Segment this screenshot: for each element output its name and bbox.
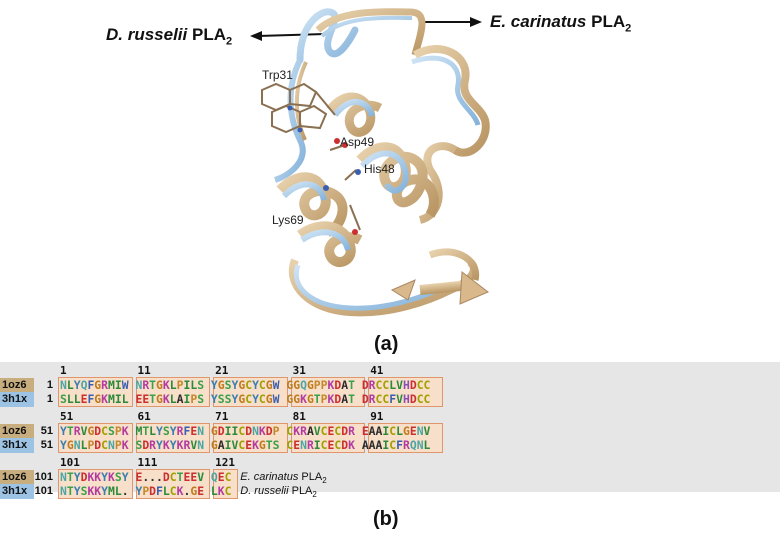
alignment-sequence: YTRVGDCSPK MTLYSYRFEN GDIICDNKDP CKRAVCE… — [60, 424, 431, 438]
alignment-block-box — [213, 469, 239, 499]
alignment-sequence: SLLEFGKMIL EETGKLAIPS YSSYGCYCGW GGKGTPK… — [60, 392, 431, 406]
alignment-position-number: 81 — [292, 410, 306, 423]
label-russelii-sub: 2 — [226, 35, 233, 48]
alignment-position-number: 41 — [370, 364, 384, 377]
alignment-position-number: 91 — [370, 410, 384, 423]
alignment-numbers: 101 111 121 — [0, 456, 780, 469]
residue-label-his48: His48 — [364, 162, 395, 176]
alignment-row-start: 51 — [40, 439, 53, 451]
alignment-block-box — [58, 423, 133, 453]
alignment-row-tag: 1oz6 — [0, 378, 34, 393]
legend-sub: 2 — [312, 490, 317, 500]
legend-pla: PLA — [298, 471, 323, 483]
alignment-block-box — [58, 469, 133, 499]
arrow-to-carinatus — [422, 17, 482, 27]
residue-label-asp49: Asp49 — [340, 135, 375, 149]
panel-label-a: (a) — [374, 333, 399, 355]
alignment-row-tag: 1oz6 — [0, 424, 34, 439]
panel-label-b: (b) — [373, 508, 399, 530]
label-russelii: D. russelii PLA2 — [106, 25, 232, 47]
legend-species: E. carinatus — [240, 471, 299, 483]
alignment-position-number: 111 — [137, 456, 158, 469]
alignment-sequence: YGNLPDCNPK SDRYKYKRVN GAIVCEKGTS CENRICE… — [60, 438, 431, 452]
residue-label-lys69: Lys69 — [272, 213, 304, 227]
label-carinatus-sub: 2 — [625, 22, 632, 35]
alignment-position-number: 21 — [215, 364, 229, 377]
alignment-position-number: 11 — [137, 364, 151, 377]
alignment-position-number: 51 — [60, 410, 74, 423]
protein-structure-superposition — [250, 8, 490, 317]
label-russelii-species: D. russelii — [106, 25, 188, 44]
alignment-legend: D. russelii PLA2 — [240, 485, 317, 499]
alignment-row-tag: 3h1x — [0, 392, 34, 407]
alignment-position-number: 61 — [137, 410, 151, 423]
arrow-to-russelii — [250, 31, 326, 41]
residue-label-trp31: Trp31 — [262, 68, 293, 82]
alignment-block-box — [368, 377, 443, 407]
alignment-sequence: NLYQFGRMIW NRTGKLPILS YGSYGCYCGW GGQGPPK… — [60, 378, 431, 392]
alignment-block-box — [290, 423, 366, 453]
alignment-block-box — [290, 377, 366, 407]
legend-species: D. russelii — [240, 485, 289, 497]
alignment-row-start: 1 — [46, 379, 53, 391]
alignment-block-box — [213, 377, 288, 407]
alignment-row-start: 101 — [34, 471, 53, 483]
alignment-position-number: 71 — [215, 410, 229, 423]
alignment-position-number: 31 — [292, 364, 306, 377]
alignment-row-start: 1 — [46, 393, 53, 405]
label-carinatus-pla: PLA — [591, 12, 626, 31]
label-carinatus: E. carinatus PLA2 — [490, 12, 631, 34]
alignment-position-number: 1 — [60, 364, 67, 377]
alignment-block-box — [58, 377, 133, 407]
alignment-numbers: 51 61 71 81 91 — [0, 410, 780, 423]
alignment-block-box — [368, 423, 443, 453]
side-chain-sticks — [261, 82, 361, 231]
alignment-sequence: NTYSKKYML. YPDFLCK.GE LKC — [60, 484, 232, 498]
alignment-row-tag: 3h1x — [0, 484, 34, 499]
alignment-position-number: 121 — [215, 456, 235, 469]
alignment-row-start: 51 — [40, 425, 53, 437]
legend-pla: PLA — [288, 485, 313, 497]
alignment-row-start: 101 — [34, 485, 53, 497]
alignment-block-box — [135, 423, 211, 453]
alignment-block-box — [213, 423, 288, 453]
alignment-row-tag: 1oz6 — [0, 470, 34, 485]
label-russelii-pla: PLA — [192, 25, 226, 44]
alignment-position-number: 101 — [60, 456, 80, 469]
label-carinatus-species: E. carinatus — [490, 12, 587, 31]
helix-bundle — [276, 92, 439, 267]
legend-sub: 2 — [322, 476, 327, 486]
alignment-block-box — [135, 377, 211, 407]
alignment-legend: E. carinatus PLA2 — [240, 471, 326, 485]
alignment-block-box — [135, 469, 211, 499]
alignment-row-tag: 3h1x — [0, 438, 34, 453]
alignment-sequence: NTYDKKYKSY E...DCTEEV QEC — [60, 470, 232, 484]
